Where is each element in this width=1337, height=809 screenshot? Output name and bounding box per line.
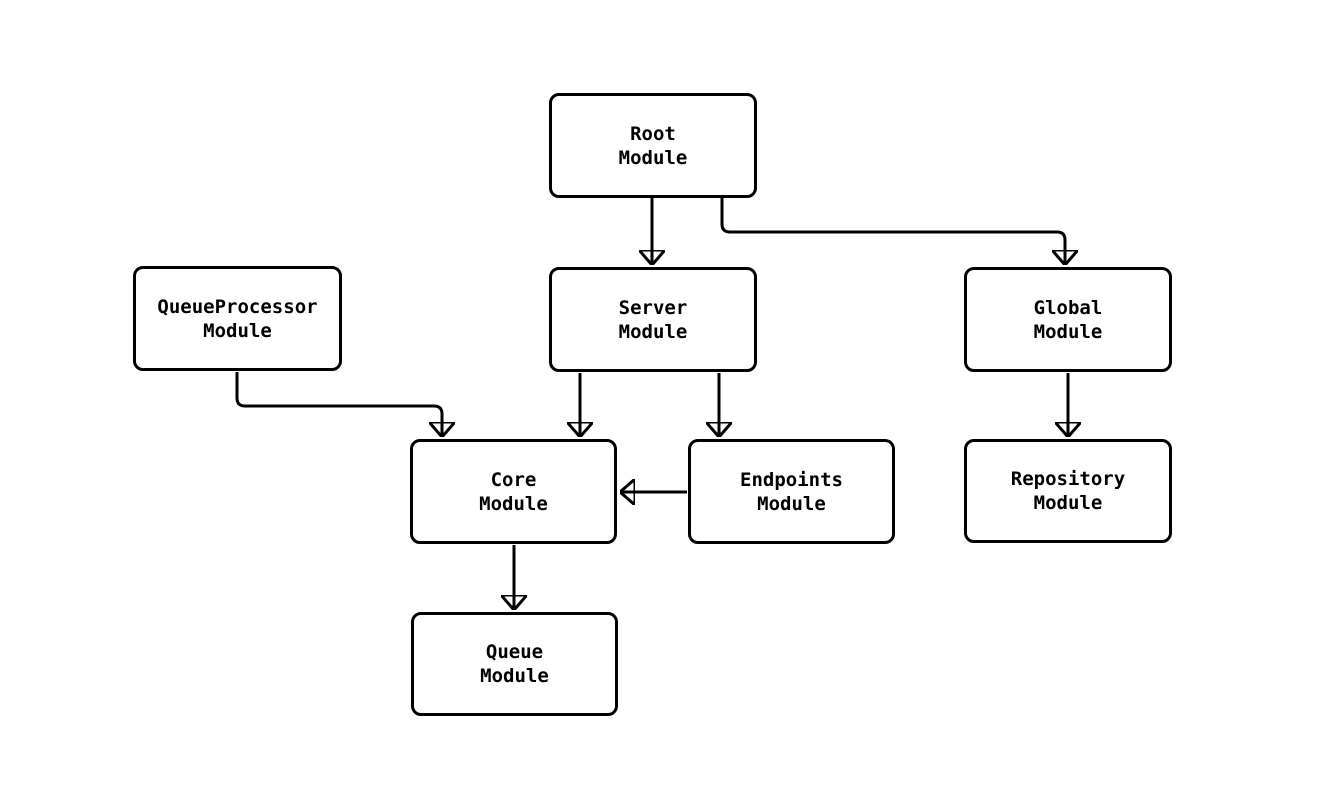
- node-server-module: Server Module: [549, 267, 757, 372]
- node-queue-label-line1: Queue: [485, 641, 544, 663]
- node-repository-label-line1: Repository: [1010, 468, 1126, 490]
- node-repository-label-line2: Module: [1033, 492, 1103, 514]
- node-endpoints-module: Endpoints Module: [688, 439, 895, 544]
- node-queueprocessor-module: QueueProcessor Module: [133, 266, 342, 371]
- node-queueprocessor-label-line2: Module: [203, 319, 272, 342]
- node-endpoints-label-line2: Module: [757, 492, 826, 515]
- node-core-label-line2: Module: [479, 492, 548, 515]
- edge-queueprocessor-to-core: [235, 372, 442, 436]
- node-server-label-line1: Server: [618, 296, 688, 319]
- node-queue-module: Queue Module: [411, 612, 618, 716]
- node-root-module: Root Module: [549, 93, 757, 198]
- node-global-module: Global Module: [964, 267, 1172, 372]
- node-repository-module: Repository Module: [964, 439, 1172, 543]
- node-global-label-line2: Module: [1033, 320, 1103, 343]
- node-root-label-line1: Root: [630, 122, 676, 145]
- node-core-module: Core Module: [410, 439, 617, 544]
- node-server-label-line2: Module: [618, 320, 688, 343]
- node-root-label-line2: Module: [618, 146, 688, 169]
- node-global-label-line1: Global: [1033, 296, 1103, 319]
- node-queue-label-line2: Module: [480, 665, 549, 687]
- node-core-label-line1: Core: [490, 468, 537, 491]
- edge-root-to-global: [720, 198, 1065, 264]
- node-queueprocessor-label-line1: QueueProcessor: [157, 295, 318, 318]
- node-endpoints-label-line1: Endpoints: [740, 468, 843, 491]
